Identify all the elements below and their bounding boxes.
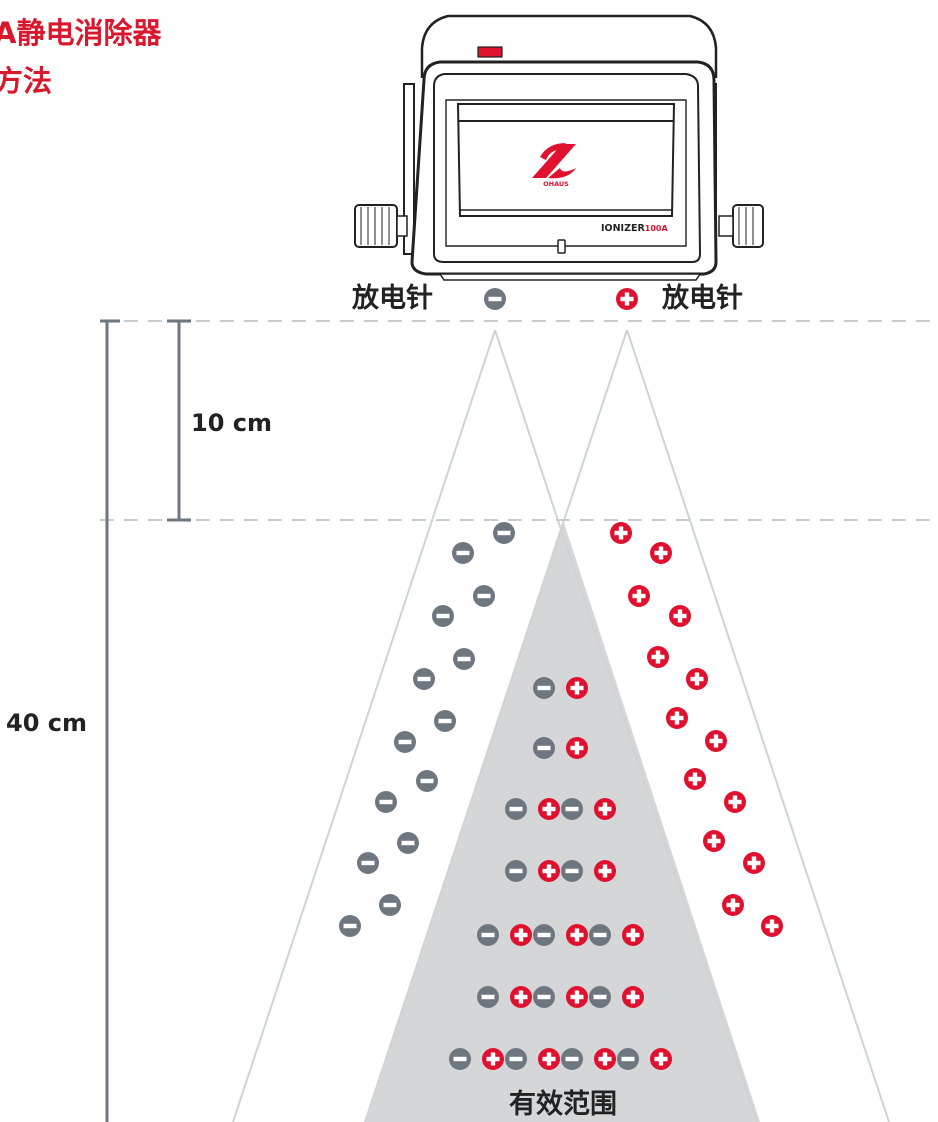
- neutral-pair-positive-icon: [594, 1048, 616, 1070]
- beam-lines: [232, 329, 890, 1122]
- neutral-pair-positive-icon: [566, 677, 588, 699]
- power-indicator: [477, 46, 503, 58]
- neutral-pair-negative-icon: [533, 677, 555, 699]
- neutral-pair-negative-icon: [561, 860, 583, 882]
- positive-ion-stream-icon: [684, 768, 706, 790]
- positive-ion-stream-icon: [650, 542, 672, 564]
- dimension-markers: [100, 319, 191, 1122]
- negative-ion-stream-icon: [339, 915, 361, 937]
- negative-ion-stream-icon: [394, 731, 416, 753]
- neutral-pair-positive-icon: [650, 1048, 672, 1070]
- neutral-pair-negative-icon: [533, 737, 555, 759]
- neutral-pair-positive-icon: [566, 986, 588, 1008]
- neutral-pair-positive-icon: [622, 986, 644, 1008]
- positive-ion-stream-icon: [666, 707, 688, 729]
- neutral-pair-positive-icon: [566, 737, 588, 759]
- negative-ion-stream-icon: [375, 791, 397, 813]
- right-knob-icon: [718, 204, 764, 248]
- neutral-pair-negative-icon: [533, 924, 555, 946]
- negative-ion-stream-icon: [397, 832, 419, 854]
- neutral-pair-positive-icon: [538, 1048, 560, 1070]
- ohaus-logo-icon: OHAUS: [532, 143, 576, 188]
- negative-beam-left-edge: [232, 329, 496, 1122]
- effective-zone: [365, 520, 760, 1122]
- neutral-pair-positive-icon: [510, 924, 532, 946]
- positive-ion-stream-icon: [722, 894, 744, 916]
- neutral-pair-positive-icon: [622, 924, 644, 946]
- page-title-line2: 方法: [0, 64, 53, 98]
- negative-ion-stream-icon: [493, 522, 515, 544]
- page-title-line1: A静电消除器: [0, 16, 162, 50]
- positive-ion-stream-icon: [686, 668, 708, 690]
- negative-ion-stream-icon: [453, 648, 475, 670]
- positive-ion-stream-icon: [761, 915, 783, 937]
- positive-ion-stream-icon: [703, 830, 725, 852]
- neutral-pair-negative-icon: [561, 798, 583, 820]
- device-screen: [456, 103, 676, 217]
- neutral-pair-positive-icon: [538, 798, 560, 820]
- positive-ion-emitter-icon: [616, 288, 638, 310]
- positive-beam-right-edge: [626, 329, 890, 1122]
- positive-ion-stream-icon: [647, 646, 669, 668]
- positive-ion-stream-icon: [743, 852, 765, 874]
- left-bracket: [403, 83, 415, 255]
- ionizer-device: OHAUS IONIZER100A: [354, 14, 764, 281]
- neutral-pair-negative-icon: [617, 1048, 639, 1070]
- negative-beam-right-edge: [494, 329, 758, 1122]
- left-knob-icon: [354, 204, 408, 248]
- negative-ion-stream-icon: [452, 542, 474, 564]
- negative-ion-stream-icon: [413, 668, 435, 690]
- positive-ion-stream-icon: [705, 730, 727, 752]
- distance-label-40cm: 40 cm: [6, 709, 87, 737]
- neutral-pair-negative-icon: [505, 860, 527, 882]
- negative-ion-stream-icon: [434, 710, 456, 732]
- neutral-pair-negative-icon: [505, 1048, 527, 1070]
- neutral-pair-negative-icon: [477, 924, 499, 946]
- positive-ion-stream-icon: [669, 605, 691, 627]
- negative-ion-stream-icon: [473, 585, 495, 607]
- brand-label: OHAUS: [543, 180, 569, 188]
- positive-ion-stream-icon: [610, 522, 632, 544]
- negative-ion-emitter-icon: [484, 288, 506, 310]
- neutral-pair-negative-icon: [561, 1048, 583, 1070]
- negative-ion-stream-icon: [416, 770, 438, 792]
- neutral-pair-negative-icon: [449, 1048, 471, 1070]
- needle-label-left: 放电针: [351, 282, 433, 314]
- distance-label-10cm: 10 cm: [191, 409, 272, 437]
- neutral-pair-positive-icon: [510, 986, 532, 1008]
- status-slot: [557, 239, 566, 254]
- ions-layer: [339, 288, 783, 1070]
- neutral-pair-positive-icon: [594, 860, 616, 882]
- neutral-pair-negative-icon: [589, 986, 611, 1008]
- negative-ion-stream-icon: [379, 894, 401, 916]
- neutral-pair-positive-icon: [482, 1048, 504, 1070]
- neutral-pair-positive-icon: [566, 924, 588, 946]
- negative-ion-stream-icon: [432, 605, 454, 627]
- neutral-pair-negative-icon: [477, 986, 499, 1008]
- neutral-pair-positive-icon: [538, 860, 560, 882]
- negative-ion-stream-icon: [357, 852, 379, 874]
- model-label: IONIZER100A: [601, 223, 668, 234]
- effective-range-label: 有效范围: [509, 1089, 617, 1120]
- positive-ion-stream-icon: [724, 791, 746, 813]
- needle-label-right: 放电针: [661, 282, 743, 314]
- neutral-pair-negative-icon: [589, 924, 611, 946]
- neutral-pair-negative-icon: [533, 986, 555, 1008]
- positive-ion-stream-icon: [628, 585, 650, 607]
- reference-lines: [100, 320, 938, 521]
- positive-beam-left-edge: [364, 329, 628, 1122]
- neutral-pair-negative-icon: [505, 798, 527, 820]
- neutral-pair-positive-icon: [594, 798, 616, 820]
